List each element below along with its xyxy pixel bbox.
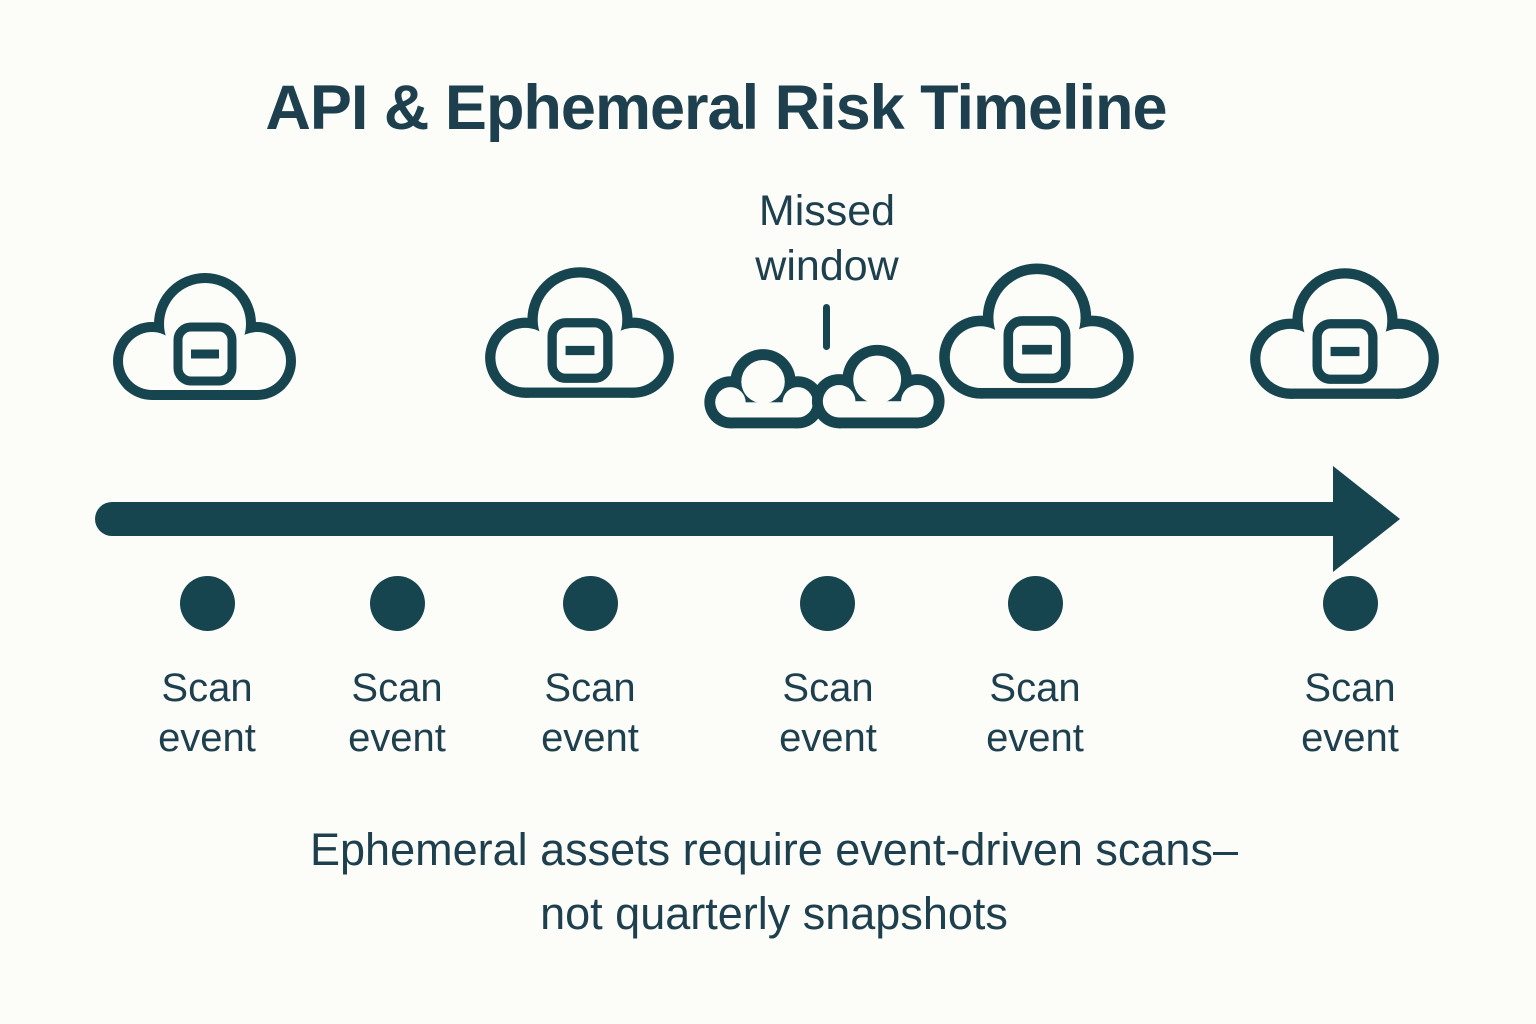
scan-event-dot bbox=[1323, 576, 1378, 631]
cloud-with-server-icon bbox=[936, 256, 1138, 405]
scan-event-dot bbox=[1008, 576, 1063, 631]
scan-event-dot bbox=[370, 576, 425, 631]
missed-window-label: Missed window bbox=[755, 187, 899, 291]
missed-window-pointer bbox=[823, 304, 830, 350]
scan-event-label: Scan event bbox=[986, 666, 1084, 761]
scan-event-label: Scan event bbox=[541, 666, 639, 761]
caption-text: Ephemeral assets require event-driven sc… bbox=[310, 824, 1238, 939]
scan-event-dot bbox=[180, 576, 235, 631]
scan-event-label: Scan event bbox=[1301, 666, 1399, 761]
cloud-with-server-icon bbox=[110, 266, 300, 406]
scan-event-label: Scan event bbox=[158, 666, 256, 761]
small-clouds-icon bbox=[704, 344, 945, 429]
scan-event-dot bbox=[563, 576, 618, 631]
scan-event-label: Scan event bbox=[779, 666, 877, 761]
cloud-with-server-icon bbox=[1247, 261, 1443, 405]
timeline-arrow-bar bbox=[95, 502, 1335, 536]
scan-event-label: Scan event bbox=[348, 666, 446, 761]
cloud-with-server-icon bbox=[482, 260, 678, 404]
timeline-arrow-head-icon bbox=[1333, 466, 1400, 572]
page-title: API & Ephemeral Risk Timeline bbox=[265, 73, 1167, 143]
scan-event-dot bbox=[800, 576, 855, 631]
